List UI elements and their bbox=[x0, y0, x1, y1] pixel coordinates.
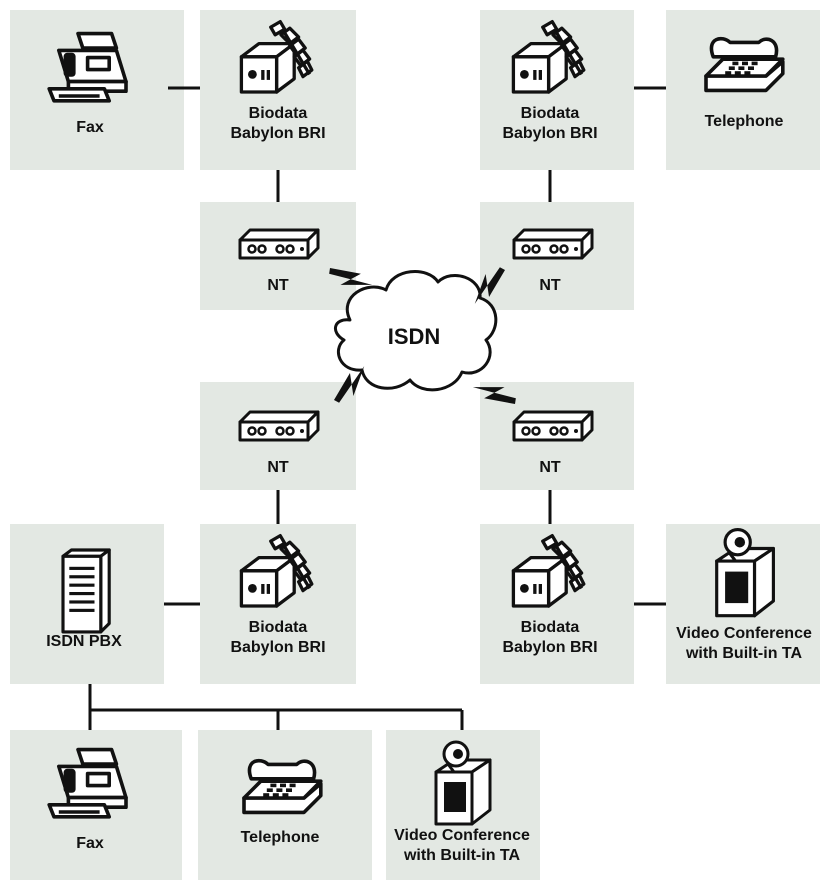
cloud-label: ISDN bbox=[388, 324, 441, 349]
nt-device-icon bbox=[512, 228, 594, 260]
adapter-label-bottom-right-line1: Biodata bbox=[521, 619, 580, 636]
video-label-pbx-line1: Video Conference bbox=[394, 827, 530, 844]
nt-label-top-right: NT bbox=[539, 277, 561, 294]
pbx-label: ISDN PBX bbox=[46, 633, 122, 650]
video-label-bottom-right-line1: Video Conference bbox=[676, 625, 812, 642]
nt-device-icon bbox=[238, 228, 320, 260]
telephone-label-pbx: Telephone bbox=[241, 829, 320, 846]
adapter-label-bottom-left-line1: Biodata bbox=[249, 619, 308, 636]
fax-label-pbx: Fax bbox=[76, 835, 104, 852]
adapter-label-top-right-line1: Biodata bbox=[521, 105, 580, 122]
nt-device-icon bbox=[238, 410, 320, 442]
pbx-icon bbox=[61, 548, 111, 634]
fax-label-top-left: Fax bbox=[76, 119, 104, 136]
telephone-icon bbox=[704, 36, 785, 93]
telephone-icon bbox=[242, 758, 323, 815]
telephone-label-top-right: Telephone bbox=[705, 113, 784, 130]
connection-lines bbox=[88, 86, 666, 730]
nt-label-top-left: NT bbox=[267, 277, 289, 294]
nt-label-bottom-left: NT bbox=[267, 459, 289, 476]
adapter-label-top-left-line1: Biodata bbox=[249, 105, 308, 122]
video-label-bottom-right-line2: with Built-in TA bbox=[685, 645, 803, 662]
video-label-pbx-line2: with Built-in TA bbox=[403, 847, 521, 864]
adapter-label-top-right-line2: Babylon BRI bbox=[502, 125, 597, 142]
nt-label-bottom-right: NT bbox=[539, 459, 561, 476]
nt-device-icon bbox=[512, 410, 594, 442]
cloud-icon bbox=[334, 270, 498, 392]
adapter-label-bottom-left-line2: Babylon BRI bbox=[230, 639, 325, 656]
adapter-label-bottom-right-line2: Babylon BRI bbox=[502, 639, 597, 656]
isdn-cloud: ISDN bbox=[334, 270, 498, 392]
adapter-label-top-left-line2: Babylon BRI bbox=[230, 125, 325, 142]
